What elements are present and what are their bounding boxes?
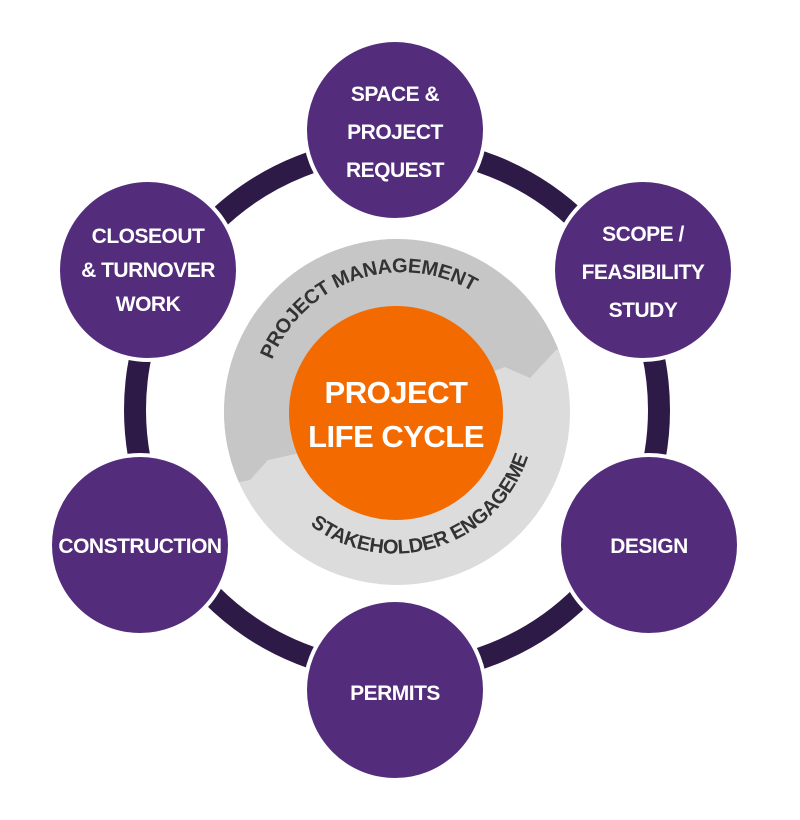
stage-permits[interactable]: PERMITS	[303, 598, 487, 782]
stage-label: SCOPE /	[602, 223, 684, 246]
stage-label: SPACE &	[351, 83, 440, 106]
stage-space-project-request[interactable]: SPACE & PROJECT REQUEST	[303, 38, 487, 222]
stage-label: PERMITS	[350, 682, 440, 705]
stage-label: CONSTRUCTION	[58, 535, 221, 558]
center-circle: PROJECT LIFE CYCLE	[289, 306, 503, 520]
stage-label: CLOSEOUT	[92, 225, 205, 248]
stage-label: & TURNOVER	[81, 259, 215, 282]
stage-scope-feasibility-study[interactable]: SCOPE / FEASIBILITY STUDY	[551, 178, 735, 362]
center-title-line1: PROJECT	[325, 375, 468, 410]
stage-label: DESIGN	[610, 535, 688, 558]
stage-closeout-turnover-work[interactable]: CLOSEOUT & TURNOVER WORK	[56, 178, 240, 362]
stage-design[interactable]: DESIGN	[557, 453, 741, 637]
stage-label: PROJECT	[347, 121, 443, 144]
center-title-line2: LIFE CYCLE	[308, 419, 484, 454]
stage-label: REQUEST	[346, 159, 445, 182]
stage-label: WORK	[116, 293, 181, 316]
stage-label: STUDY	[609, 299, 678, 322]
stage-construction[interactable]: CONSTRUCTION	[48, 453, 232, 637]
stage-label: FEASIBILITY	[582, 261, 705, 284]
